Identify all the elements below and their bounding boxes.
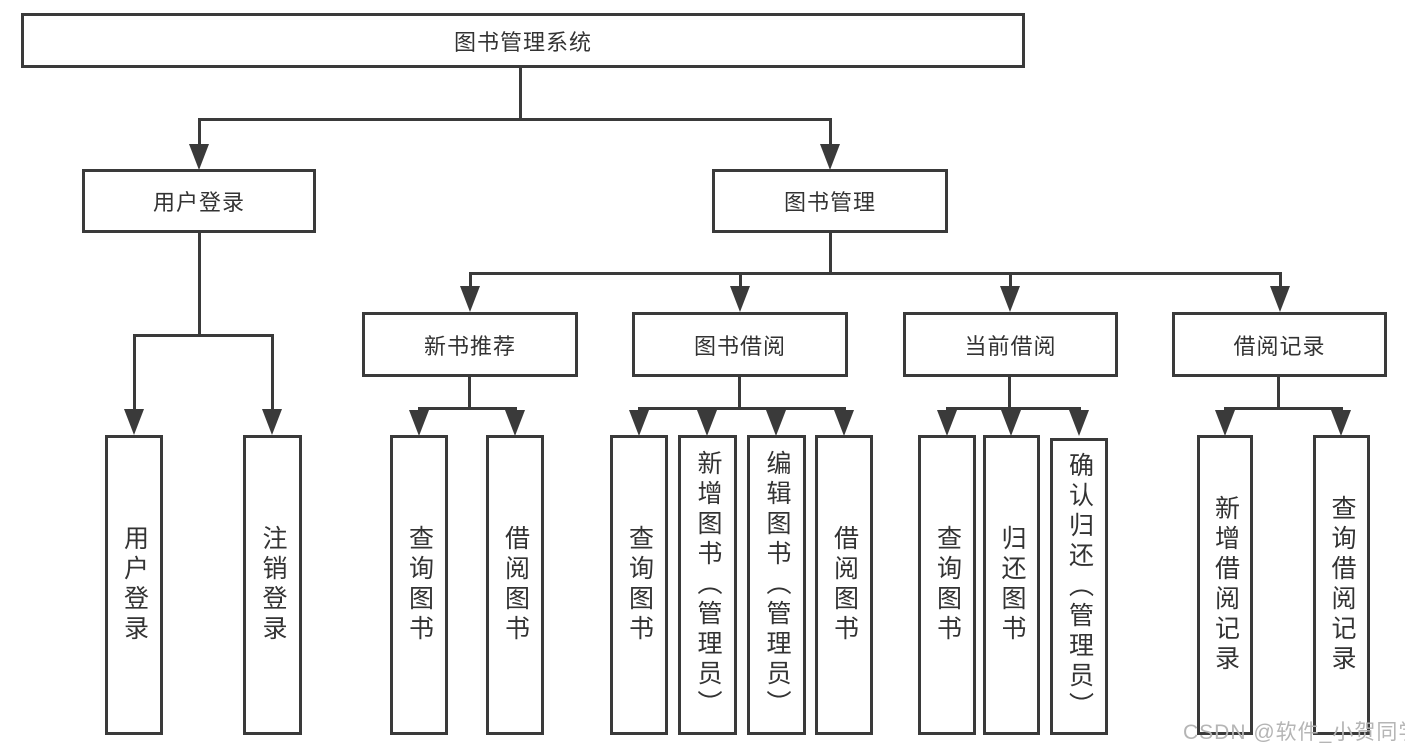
node-label: 图书借阅 (693, 333, 786, 359)
leaf-label: 查询图书 (625, 525, 654, 645)
node-label: 当前借阅 (964, 333, 1057, 359)
connector-line (469, 272, 1282, 275)
leaf-label: 确认归还（管理员） (1065, 451, 1094, 722)
connector-line (638, 407, 846, 410)
connector-line (271, 334, 274, 410)
connector-line (1008, 377, 1011, 410)
arrow-down-icon (820, 144, 840, 170)
leaf-return-books: 归还图书 (983, 435, 1040, 735)
connector-line (198, 118, 201, 146)
arrow-down-icon (730, 286, 750, 312)
leaf-query-books-current: 查询图书 (918, 435, 976, 735)
arrow-down-icon (1000, 286, 1020, 312)
leaf-borrow-books: 借阅图书 (815, 435, 873, 735)
node-label: 图书管理系统 (453, 29, 592, 55)
leaf-label: 新增图书（管理员） (694, 450, 722, 720)
node-label: 用户登录 (152, 190, 245, 215)
leaf-label: 归还图书 (998, 525, 1026, 645)
arrow-down-icon (262, 409, 282, 435)
arrow-down-icon (937, 410, 957, 436)
arrow-down-icon (834, 410, 854, 436)
leaf-confirm-return-admin: 确认归还（管理员） (1050, 438, 1108, 735)
leaf-label: 借阅图书 (501, 525, 530, 645)
leaf-label: 编辑图书（管理员） (763, 450, 791, 720)
arrow-down-icon (1331, 410, 1351, 436)
arrow-down-icon (409, 410, 429, 436)
leaf-borrow-books-recommend: 借阅图书 (486, 435, 544, 735)
connector-line (1279, 272, 1282, 288)
leaf-label: 注销登录 (259, 525, 287, 645)
node-book-borrowing: 图书借阅 (632, 312, 848, 377)
connector-line (198, 118, 832, 121)
node-new-book-recommend: 新书推荐 (362, 312, 578, 377)
arrow-down-icon (1215, 410, 1235, 436)
connector-line (133, 334, 274, 337)
node-book-management: 图书管理 (712, 169, 948, 233)
connector-line (468, 377, 471, 410)
connector-line (1277, 377, 1280, 410)
leaf-label: 用户登录 (120, 525, 149, 645)
node-label: 借阅记录 (1233, 333, 1326, 359)
connector-line (198, 233, 201, 337)
connector-line (519, 68, 522, 121)
connector-line (133, 334, 136, 410)
arrow-down-icon (697, 410, 717, 436)
csdn-watermark: CSDN @软件_小贺同学 (1183, 721, 1405, 744)
arrow-down-icon (1001, 410, 1021, 436)
leaf-user-login: 用户登录 (105, 435, 163, 735)
node-current-borrowing: 当前借阅 (903, 312, 1118, 377)
connector-line (829, 233, 832, 275)
connector-line (469, 272, 472, 288)
leaf-label: 查询借阅记录 (1328, 495, 1356, 675)
leaf-add-books-admin: 新增图书（管理员） (678, 435, 737, 735)
arrow-down-icon (629, 410, 649, 436)
node-label: 图书管理 (783, 190, 876, 215)
connector-line (1009, 272, 1012, 288)
leaf-add-borrow-record: 新增借阅记录 (1197, 435, 1253, 735)
arrow-down-icon (1270, 286, 1290, 312)
leaf-edit-books-admin: 编辑图书（管理员） (747, 435, 806, 735)
leaf-label: 查询图书 (933, 525, 962, 645)
arrow-down-icon (189, 144, 209, 170)
connector-line (1224, 407, 1343, 410)
connector-line (829, 118, 832, 146)
leaf-query-borrow-record: 查询借阅记录 (1313, 435, 1370, 735)
leaf-label: 借阅图书 (830, 525, 859, 645)
leaf-query-books-borrow: 查询图书 (610, 435, 668, 735)
connector-line (946, 407, 1081, 410)
arrow-down-icon (766, 410, 786, 436)
leaf-query-books-recommend: 查询图书 (390, 435, 448, 735)
node-library-system: 图书管理系统 (21, 13, 1025, 68)
connector-line (739, 272, 742, 288)
arrow-down-icon (1069, 410, 1089, 436)
leaf-label: 查询图书 (405, 525, 434, 645)
node-label: 新书推荐 (423, 333, 516, 359)
arrow-down-icon (124, 409, 144, 435)
leaf-logout: 注销登录 (243, 435, 302, 735)
node-borrowing-records: 借阅记录 (1172, 312, 1387, 377)
arrow-down-icon (505, 410, 525, 436)
connector-line (418, 407, 517, 410)
leaf-label: 新增借阅记录 (1211, 495, 1240, 675)
connector-line (738, 377, 741, 410)
arrow-down-icon (460, 286, 480, 312)
node-user-login: 用户登录 (82, 169, 316, 233)
